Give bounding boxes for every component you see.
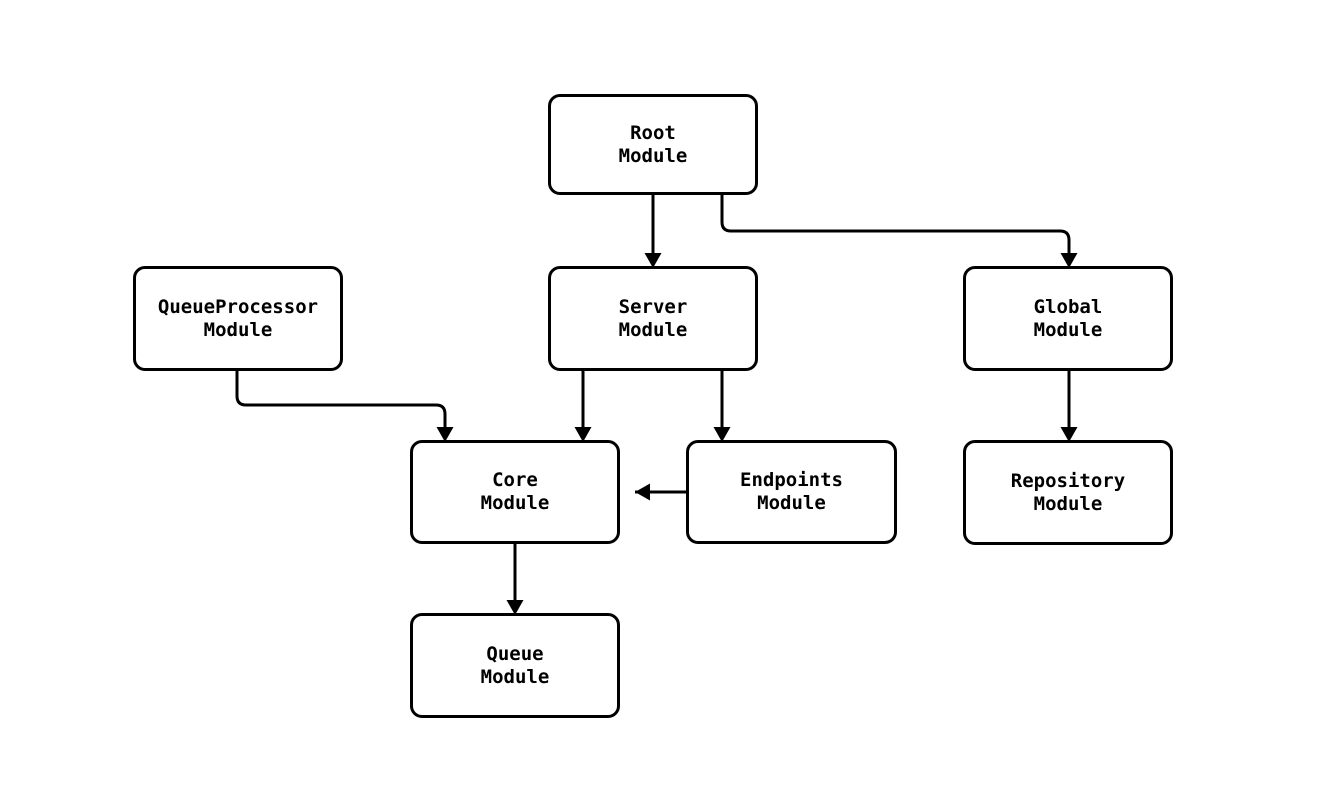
node-endpoints-module[interactable]: Endpoints Module: [686, 440, 897, 544]
node-repository-module[interactable]: Repository Module: [963, 440, 1173, 545]
node-repository-module-line2: Module: [1033, 492, 1103, 515]
node-queueprocessor-module-line1: QueueProcessor: [157, 295, 319, 318]
node-server-module-line2: Module: [618, 318, 688, 341]
edges-group: [235, 195, 1078, 615]
node-root-module[interactable]: Root Module: [548, 94, 758, 195]
node-queueprocessor-module-line2: Module: [203, 318, 273, 341]
node-endpoints-module-line2: Module: [757, 492, 826, 514]
node-queue-module-line1: Queue: [486, 642, 544, 665]
edge-root-to-global: [720, 195, 1071, 253]
node-repository-module-line1: Repository: [1010, 469, 1126, 492]
node-server-module-line1: Server: [618, 295, 688, 318]
node-core-module-line2: Module: [480, 492, 550, 514]
node-global-module-line2: Module: [1033, 318, 1103, 341]
node-global-module[interactable]: Global Module: [963, 266, 1173, 371]
node-queueprocessor-module[interactable]: QueueProcessor Module: [133, 266, 343, 371]
node-server-module[interactable]: Server Module: [548, 266, 758, 371]
node-global-module-line1: Global: [1033, 295, 1103, 318]
node-core-module[interactable]: Core Module: [410, 440, 620, 544]
node-queue-module[interactable]: Queue Module: [410, 613, 620, 718]
node-queue-module-line2: Module: [480, 665, 550, 688]
node-core-module-line1: Core: [492, 469, 538, 491]
node-root-module-line2: Module: [618, 144, 688, 167]
edge-queueprocessor-to-core: [235, 371, 447, 427]
arrowhead-endpoints-to-core: [635, 483, 650, 501]
node-root-module-line1: Root: [630, 121, 676, 144]
node-endpoints-module-line1: Endpoints: [740, 469, 843, 491]
